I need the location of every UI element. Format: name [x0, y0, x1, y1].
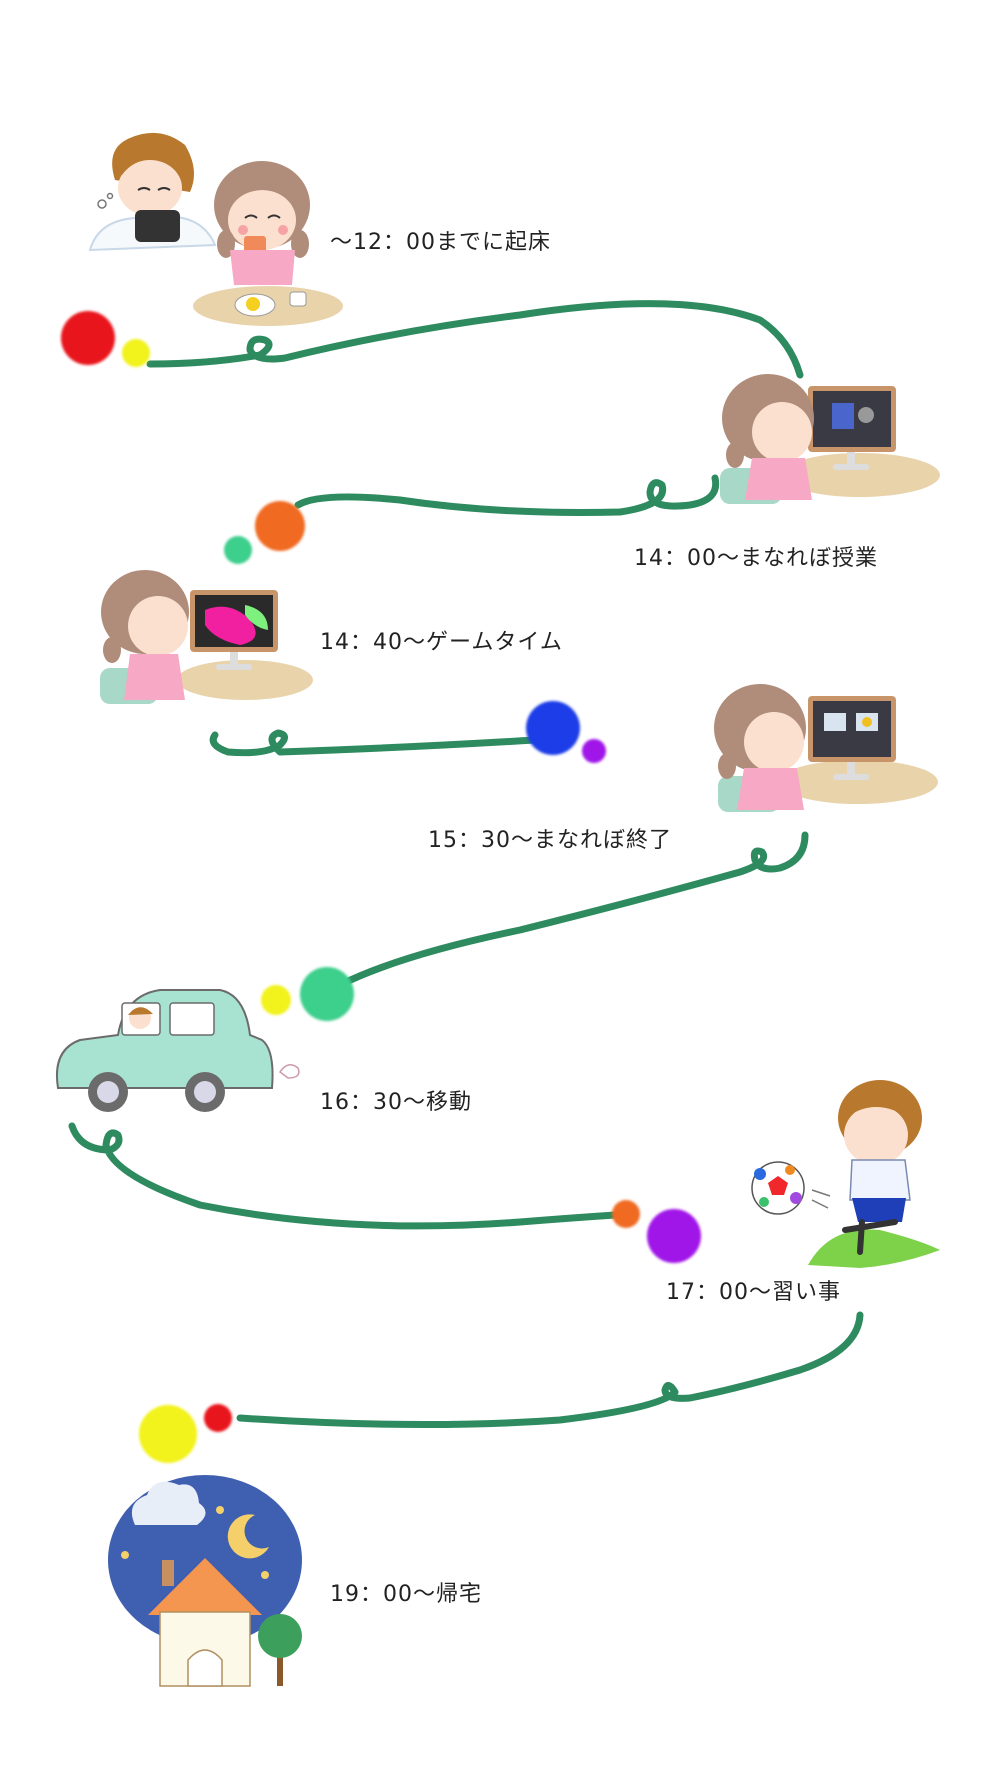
mint-dot — [300, 967, 354, 1021]
timeline-vine — [68, 300, 864, 1429]
schedule-label-home: 19：00～帰宅 — [330, 1582, 482, 1607]
wake-up-breakfast-illustration — [88, 132, 343, 326]
decorative-dots — [61, 311, 701, 1463]
purple-dot — [582, 739, 606, 763]
schedule-label-wakeup: ～12：00までに起床 — [330, 230, 551, 255]
schedule-label-travel: 16：30～移動 — [320, 1090, 472, 1115]
yellow-dot — [122, 339, 150, 367]
game-time-illustration — [100, 570, 313, 704]
schedule-label-class: 14：00～まなれぼ授業 — [634, 546, 878, 571]
soccer-lesson-illustration — [751, 1080, 940, 1268]
car-travel-illustration — [56, 989, 300, 1112]
mint-dot — [224, 536, 252, 564]
schedule-label-game: 14：40～ゲームタイム — [320, 630, 563, 655]
schedule-label-lesson: 17：00～習い事 — [666, 1280, 841, 1305]
schedule-label-class-end: 15：30～まなれぼ終了 — [428, 828, 672, 853]
blue-dot — [526, 701, 580, 755]
online-class-illustration — [720, 374, 940, 504]
orange-dot — [612, 1200, 640, 1228]
yellow-dot — [139, 1405, 197, 1463]
red-dot — [61, 311, 115, 365]
purple-dot — [647, 1209, 701, 1263]
home-night-illustration — [108, 1475, 302, 1687]
class-end-illustration — [714, 684, 938, 812]
yellow-dot — [261, 985, 291, 1015]
orange-dot — [255, 501, 305, 551]
red-dot — [204, 1404, 232, 1432]
